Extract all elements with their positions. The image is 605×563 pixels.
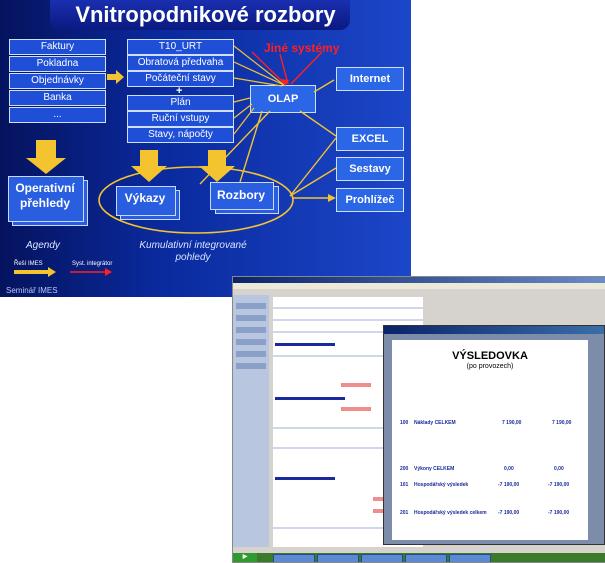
output-prohlizec: Prohlížeč — [336, 188, 404, 212]
stack-operativni — [8, 176, 84, 222]
middle-rucni: Ruční vstupy — [127, 111, 234, 127]
report-line-101-label: Hospodářský výsledek — [414, 482, 469, 488]
middle-pocatecni: Počáteční stavy — [127, 71, 234, 87]
sidebar — [233, 295, 269, 547]
source-more: ... — [9, 107, 106, 123]
report-titlebar — [384, 326, 604, 334]
taskbar-item[interactable] — [405, 554, 447, 562]
stack-rozbory — [210, 182, 274, 210]
operativni-label: Operativní přehledy — [15, 181, 75, 210]
slide-title: Vnitropodnikové rozbory — [75, 2, 336, 27]
middle-t10urt: T10_URT — [127, 39, 234, 55]
olap-box: OLAP — [250, 85, 316, 113]
other-systems-label: Jiné systémy — [264, 41, 340, 55]
vykazy-label: Výkazy — [124, 191, 166, 205]
taskbar-item[interactable] — [317, 554, 359, 562]
report-line-200-v2: 0,00 — [554, 466, 564, 472]
stack-vykazy — [116, 186, 176, 216]
kumulativni-label: Kumulativní integrované pohledy — [139, 240, 247, 263]
output-sestavy: Sestavy — [336, 157, 404, 181]
source-faktury: Faktury — [9, 39, 106, 55]
report-line-201-v1: -7 190,00 — [498, 510, 520, 516]
report-line-101-code: 101 — [400, 482, 409, 488]
report-line-201-v2: -7 190,00 — [548, 510, 570, 516]
source-objednavky: Objednávky — [9, 73, 106, 89]
report-page: VÝSLEDOVKA (po provozech) 100 Náklady CE… — [392, 340, 588, 540]
report-line-200-code: 200 — [400, 466, 409, 472]
diagram-arrows — [14, 45, 337, 277]
rozbory-label: Rozbory — [217, 188, 265, 202]
source-banka: Banka — [9, 90, 106, 106]
output-excel: EXCEL — [336, 127, 404, 151]
titlebar — [233, 277, 605, 283]
taskbar: ▶ — [233, 553, 605, 562]
toolbar — [233, 289, 605, 295]
middle-stavy: Stavy, nápočty — [127, 127, 234, 143]
report-line-101-v2: -7 190,00 — [548, 482, 570, 488]
middle-plan: Plán — [127, 95, 234, 111]
legend-integrator: Syst. integrátor — [72, 261, 113, 267]
agendy-label: Agendy — [26, 240, 60, 251]
screenshot-window: VÝSLEDOVKA (po provozech) 100 Náklady CE… — [232, 276, 605, 563]
title-banner — [50, 0, 350, 30]
report-line-200-v1: 0,00 — [504, 466, 514, 472]
taskbar-item[interactable] — [273, 554, 315, 562]
taskbar-item[interactable] — [449, 554, 491, 562]
plus-sign: + — [176, 85, 183, 97]
source-pokladna: Pokladna — [9, 56, 106, 72]
report-window: VÝSLEDOVKA (po provozech) 100 Náklady CE… — [383, 325, 605, 545]
output-internet: Internet — [336, 67, 404, 91]
report-line-100-v1: 7 190,00 — [502, 420, 522, 426]
slide: Vnitropodnikové rozbory Faktury Pokladna… — [0, 0, 411, 297]
menubar — [233, 283, 605, 289]
report-subtitle: (po provozech) — [466, 363, 514, 370]
report-line-201-label: Hospodářský výsledek celkem — [414, 510, 487, 516]
taskbar-item[interactable] — [361, 554, 403, 562]
middle-obratova: Obratová předvaha — [127, 55, 234, 71]
report-line-201-code: 201 — [400, 510, 409, 516]
report-line-101-v1: -7 190,00 — [498, 482, 520, 488]
start-button[interactable]: ▶ — [233, 553, 257, 562]
report-line-100-v2: 7 190,00 — [552, 420, 572, 426]
report-title: VÝSLEDOVKA — [452, 350, 528, 362]
report-line-100-label: Náklady CELKEM — [414, 420, 456, 426]
report-line-200-label: Výkony CELKEM — [414, 466, 455, 472]
report-line-100-code: 100 — [400, 420, 409, 426]
legend-imes: Řeší IMES — [14, 261, 43, 267]
footer-text: Seminář IMES — [6, 286, 58, 295]
